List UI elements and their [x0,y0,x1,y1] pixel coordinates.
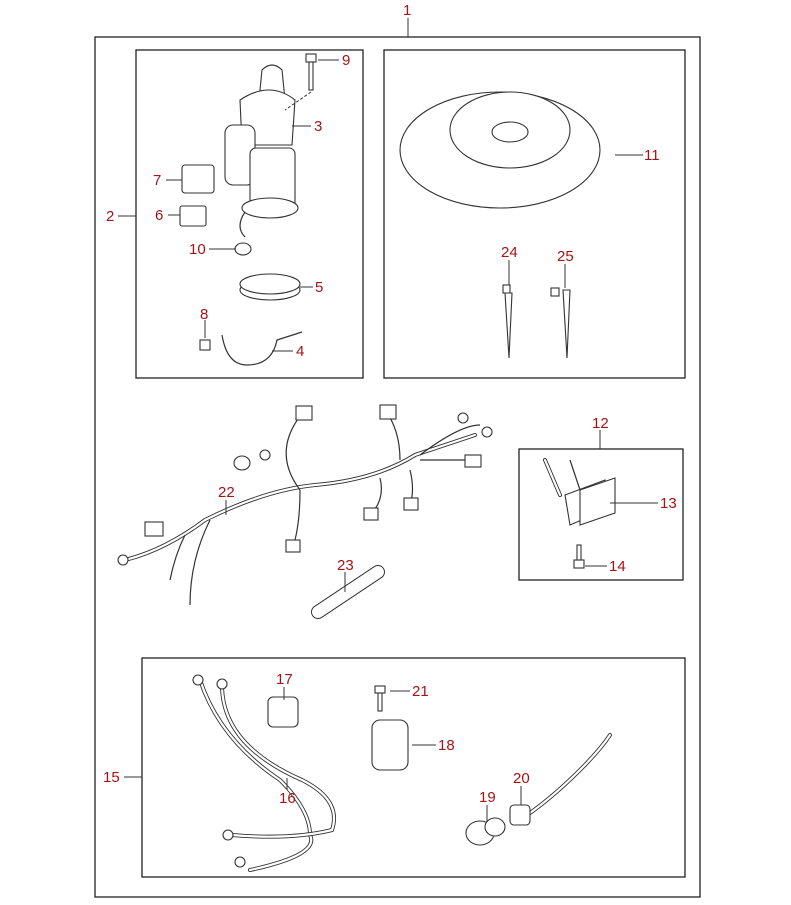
grommet-part-17[interactable] [267,696,299,728]
assembly-box-flywheel [383,49,686,379]
bolt-part-8[interactable] [199,339,211,351]
screw-part-21[interactable] [374,685,386,712]
relay-part-6[interactable] [179,205,207,227]
bracket-part-4[interactable] [221,331,303,366]
starter-motor-part[interactable] [224,64,299,238]
callout-19: 19 [479,789,496,806]
callout-16: 16 [279,790,296,807]
callout-22: 22 [218,484,235,501]
callout-20: 20 [513,770,530,787]
switch-part-19[interactable] [465,817,506,846]
callout-24: 24 [501,244,518,261]
callout-4: 4 [296,343,304,360]
callout-6: 6 [155,207,163,224]
clamp-part-18[interactable] [371,719,409,771]
callout-13: 13 [660,495,677,512]
callout-3: 3 [314,118,322,135]
assembly-box-2 [135,49,364,379]
leader-lines [118,18,658,822]
callout-5: 5 [315,279,323,296]
assembly-box-1 [94,36,701,898]
cable-tie-part-25[interactable] [550,287,571,359]
rectifier-part-13[interactable] [543,458,616,526]
cable-tie-part-24[interactable] [502,284,513,359]
grommet-part-10[interactable] [234,242,252,256]
callout-25: 25 [557,248,574,265]
assembly-box-12 [518,448,684,581]
callout-21: 21 [412,683,429,700]
callout-17: 17 [276,671,293,688]
callout-8: 8 [200,306,208,323]
band-part-5[interactable] [239,273,301,301]
callout-23: 23 [337,557,354,574]
assembly-box-15 [141,657,686,878]
callout-1: 1 [403,2,411,19]
callout-7: 7 [153,172,161,189]
bolt-part-9[interactable] [284,53,317,111]
stator-part-11[interactable] [399,91,601,209]
callout-2: 2 [106,208,114,225]
relay-part-7[interactable] [181,164,215,194]
wire-harness-part-22[interactable] [117,404,493,606]
callout-18: 18 [438,737,455,754]
callout-9: 9 [342,52,350,69]
callout-12: 12 [592,415,609,432]
callout-11: 11 [644,147,660,164]
switch-wire-part-20[interactable] [509,733,612,826]
callout-14: 14 [609,558,626,575]
battery-cable-part-16[interactable] [192,674,336,872]
callout-10: 10 [189,241,206,258]
callout-15: 15 [103,769,120,786]
bolt-part-14[interactable] [573,544,585,569]
